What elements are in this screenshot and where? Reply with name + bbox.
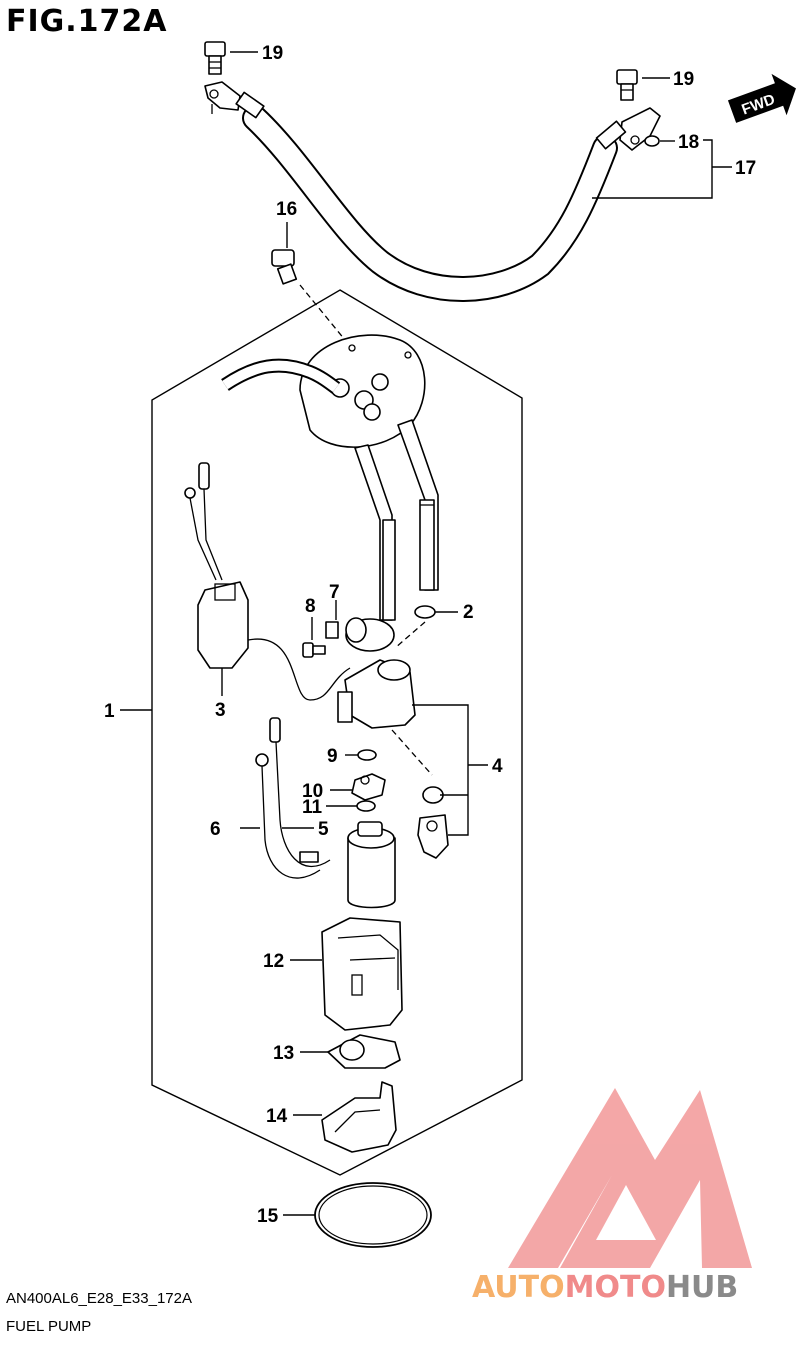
wire-harness-6 (255, 717, 331, 879)
fuel-connector-10 (351, 773, 386, 801)
o-ring-9 (357, 749, 377, 761)
o-ring-11 (356, 800, 376, 812)
bolt-19-right (616, 69, 638, 101)
figure-title: FIG.172A (6, 4, 168, 39)
clip-7 (325, 621, 339, 639)
fuel-hose (204, 81, 661, 302)
callout-19-left: 19 (262, 43, 283, 64)
o-ring-2 (414, 605, 436, 619)
pump-case-12 (321, 917, 403, 1031)
callout-labels: 1 2 3 4 5 6 7 8 9 10 11 12 13 14 15 16 1… (104, 43, 756, 1227)
watermark-auto: AUTO (472, 1270, 565, 1305)
o-ring-18 (644, 135, 660, 147)
callout-9: 9 (327, 746, 338, 767)
wire-harness-3 (184, 462, 351, 701)
callout-3: 3 (215, 700, 226, 721)
leader-lines (120, 51, 732, 1216)
callout-2: 2 (463, 602, 474, 623)
fuel-pump-motor (347, 821, 396, 909)
watermark-triangle (508, 1088, 752, 1268)
assembly-outline (151, 289, 523, 1176)
callout-15: 15 (257, 1206, 279, 1227)
callout-10: 10 (302, 781, 323, 802)
callout-1: 1 (104, 701, 115, 722)
fwd-arrow-icon: FWD (727, 73, 796, 123)
cover-14 (321, 1081, 397, 1153)
watermark-text: AUTOMOTOHUB (472, 1270, 738, 1305)
callout-18: 18 (678, 132, 699, 153)
callout-5: 5 (318, 819, 329, 840)
callout-11: 11 (302, 797, 323, 818)
callout-16: 16 (276, 199, 297, 220)
figure-code: AN400AL6_E28_E33_172A (6, 1290, 192, 1307)
callout-13: 13 (273, 1043, 294, 1064)
callout-19-right: 19 (673, 69, 694, 90)
callout-14: 14 (266, 1106, 288, 1127)
gasket-15 (314, 1182, 432, 1248)
bolt-19-left (204, 41, 226, 75)
watermark-hub: HUB (666, 1270, 738, 1305)
fuel-filter-13 (327, 1034, 401, 1069)
callout-4: 4 (492, 756, 503, 777)
pump-flange (221, 334, 439, 621)
bolt-16 (271, 249, 346, 341)
callout-12: 12 (263, 951, 284, 972)
watermark-logo (508, 1088, 752, 1268)
callout-17: 17 (735, 158, 756, 179)
watermark-moto: MOTO (565, 1270, 666, 1305)
screw-8 (302, 642, 326, 658)
callout-8: 8 (305, 596, 316, 617)
callout-7: 7 (329, 582, 340, 603)
figure-name: FUEL PUMP (6, 1318, 92, 1335)
callout-6: 6 (210, 819, 221, 840)
filter-sleeve (345, 617, 395, 652)
watermark-inner-triangle (596, 1185, 656, 1240)
pressure-regulator-4 (337, 659, 449, 859)
